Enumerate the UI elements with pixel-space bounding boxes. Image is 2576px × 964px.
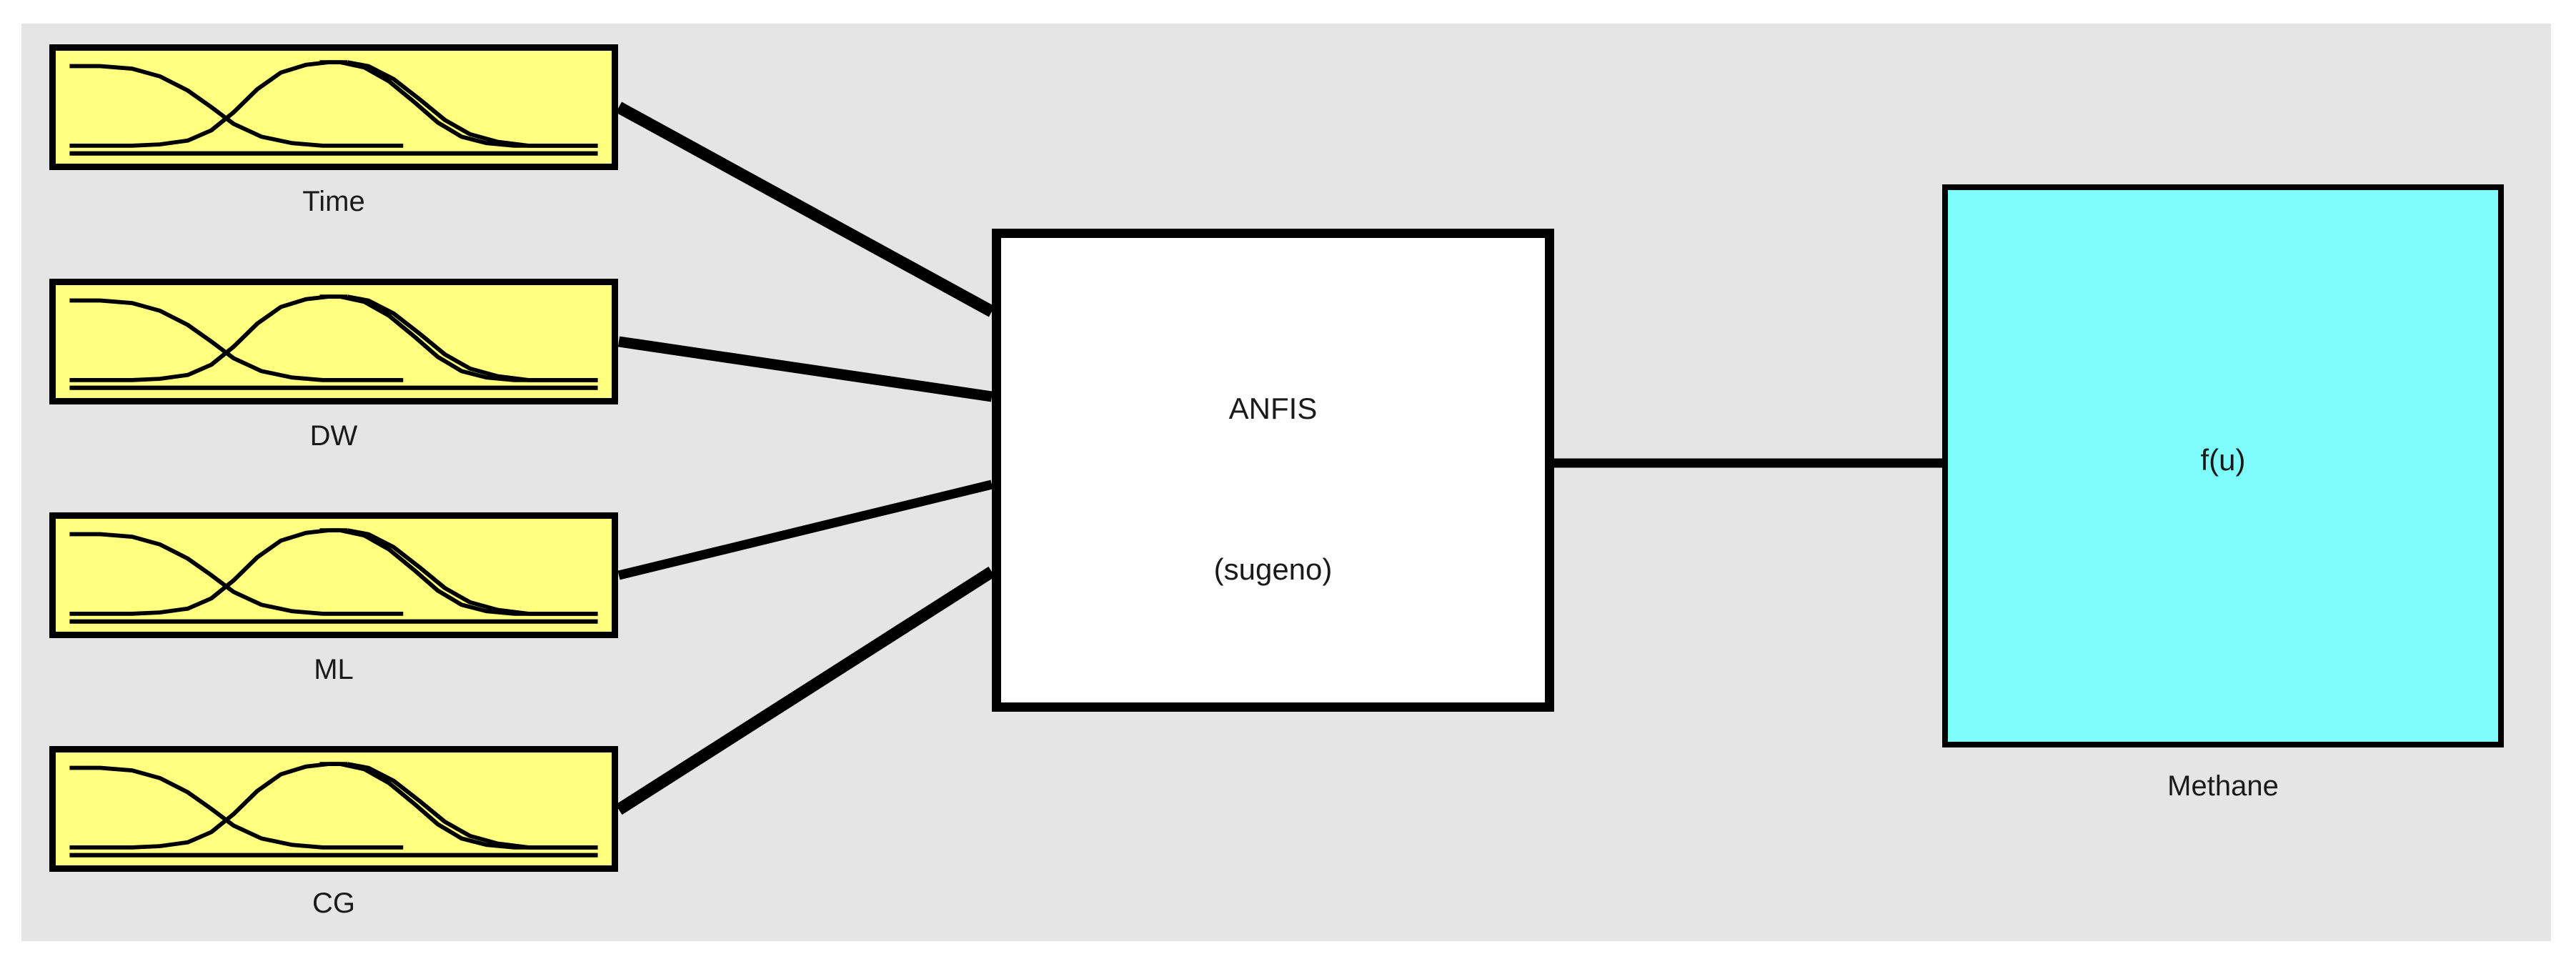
anfis-title: ANFIS: [1228, 392, 1318, 425]
membership-function-plot: [69, 60, 598, 156]
membership-function-plot: [69, 528, 598, 624]
input-block-time[interactable]: [49, 44, 618, 170]
input-block-cg[interactable]: [49, 746, 618, 872]
input-label-cg: CG: [312, 888, 355, 919]
input-block-ml[interactable]: [49, 512, 618, 638]
output-function-value: f(u): [2200, 443, 2246, 477]
input-label-ml: ML: [314, 654, 354, 685]
input-label-dw: DW: [309, 420, 358, 452]
membership-function-plot: [69, 762, 598, 858]
membership-function-plot: [69, 294, 598, 390]
anfis-engine-block[interactable]: ANFIS (sugeno): [992, 229, 1554, 712]
output-block-methane[interactable]: f(u): [1942, 184, 2504, 747]
output-label-methane: Methane: [2167, 770, 2279, 802]
input-label-time: Time: [302, 186, 365, 217]
anfis-subtitle: (sugeno): [1213, 552, 1333, 586]
input-block-dw[interactable]: [49, 279, 618, 404]
